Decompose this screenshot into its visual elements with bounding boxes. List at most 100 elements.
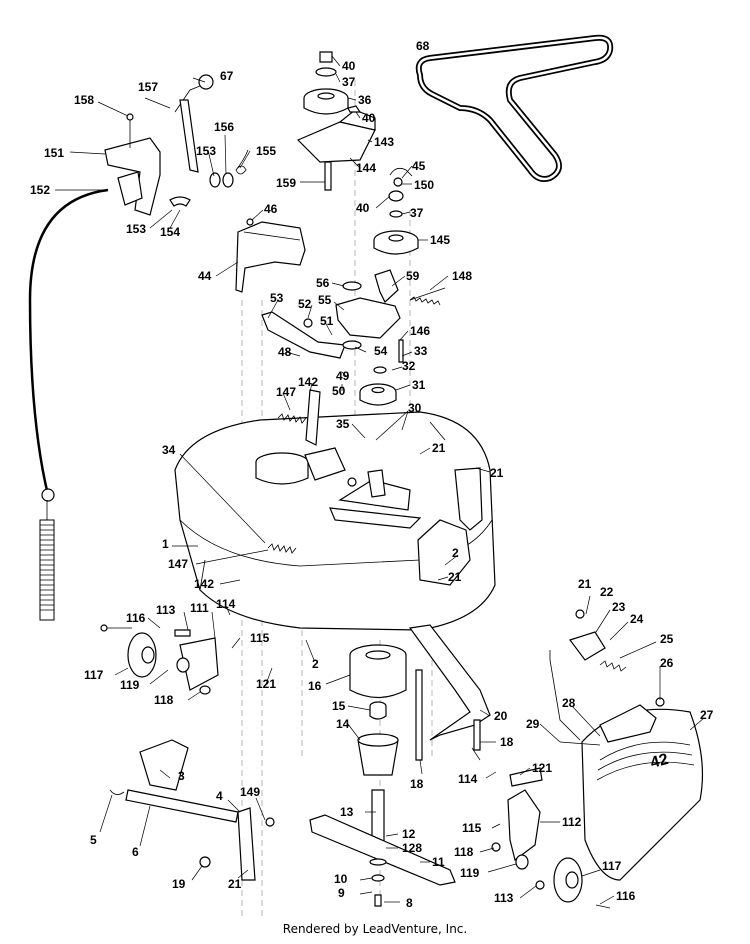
callout-128: 128 <box>402 841 422 855</box>
callout-143: 143 <box>374 135 394 149</box>
lift-lever-assembly <box>104 74 249 216</box>
callout-22: 22 <box>600 585 614 599</box>
baffle-20 <box>408 624 491 761</box>
callout-labels: 1 2 2 3 4 5 6 8 9 10 11 12 13 14 15 16 1… <box>30 39 714 910</box>
callout-156: 156 <box>214 120 234 134</box>
cable-152 <box>28 188 191 621</box>
callout-5: 5 <box>90 833 97 847</box>
callout-68: 68 <box>416 39 430 53</box>
callout-36: 36 <box>358 93 372 107</box>
callout-2b: 2 <box>312 657 319 671</box>
callout-9: 9 <box>338 886 345 900</box>
callout-27: 27 <box>700 708 714 722</box>
belt-68 <box>415 34 614 182</box>
callout-21a: 21 <box>432 441 446 455</box>
callout-113b: 113 <box>494 891 514 905</box>
callout-18b: 18 <box>500 735 514 749</box>
callout-118b: 118 <box>454 845 474 859</box>
callout-158: 158 <box>74 93 94 107</box>
callout-56: 56 <box>316 276 330 290</box>
callout-146: 146 <box>410 324 430 338</box>
callout-67: 67 <box>220 69 234 83</box>
callout-32: 32 <box>402 359 416 373</box>
callout-147b: 147 <box>168 557 188 571</box>
callout-33: 33 <box>414 344 428 358</box>
callout-114b: 114 <box>458 772 478 786</box>
callout-148: 148 <box>452 269 472 283</box>
callout-115a: 115 <box>250 631 270 645</box>
callout-55: 55 <box>318 293 332 307</box>
callout-15: 15 <box>332 699 346 713</box>
callout-12: 12 <box>402 827 416 841</box>
callout-114a: 114 <box>216 597 236 611</box>
callout-151: 151 <box>44 146 64 160</box>
callout-37a: 37 <box>342 75 356 89</box>
callout-153b: 153 <box>126 222 146 236</box>
callout-112: 112 <box>562 815 582 829</box>
callout-24: 24 <box>630 612 644 626</box>
callout-116a: 116 <box>126 611 146 625</box>
callout-37b: 37 <box>410 206 424 220</box>
callout-40c: 40 <box>356 201 370 215</box>
callout-30: 30 <box>408 401 422 415</box>
callout-23: 23 <box>612 600 626 614</box>
callout-116b: 116 <box>616 889 636 903</box>
callout-121a: 121 <box>256 677 276 691</box>
leader-lines <box>55 55 705 905</box>
callout-29: 29 <box>526 717 540 731</box>
springs <box>267 389 321 554</box>
callout-119b: 119 <box>460 866 480 880</box>
discharge-chute-27 <box>549 609 704 881</box>
callout-119a: 119 <box>120 678 140 692</box>
idler-pulley-36 <box>296 51 376 191</box>
callout-117b: 117 <box>602 859 622 873</box>
callout-51: 51 <box>320 314 334 328</box>
callout-11: 11 <box>432 855 445 869</box>
callout-3: 3 <box>178 769 185 783</box>
callout-142a: 142 <box>298 375 318 389</box>
callout-40a: 40 <box>342 59 356 73</box>
callout-145: 145 <box>430 233 450 247</box>
deck-logo-42: 42 <box>649 751 671 772</box>
callout-142b: 142 <box>194 577 214 591</box>
callout-8: 8 <box>406 896 413 910</box>
callout-155: 155 <box>256 144 276 158</box>
callout-44: 44 <box>198 269 212 283</box>
gauge-wheel-left <box>100 624 219 695</box>
callout-118a: 118 <box>154 693 174 707</box>
callout-157: 157 <box>138 80 158 94</box>
callout-115b: 115 <box>462 821 482 835</box>
footer-credit: Rendered by LeadVenture, Inc. <box>282 922 468 936</box>
callout-40b: 40 <box>362 111 376 125</box>
callout-16: 16 <box>308 679 322 693</box>
callout-1: 1 <box>162 537 169 551</box>
callout-150: 150 <box>414 178 434 192</box>
callout-147a: 147 <box>276 385 296 399</box>
callout-21c: 21 <box>448 570 462 584</box>
callout-49: 49 <box>336 369 350 383</box>
lift-link-6 <box>109 739 275 881</box>
callout-59: 59 <box>406 269 420 283</box>
callout-4: 4 <box>216 789 223 803</box>
callout-152: 152 <box>30 183 50 197</box>
callout-111: 111 <box>190 601 209 615</box>
callout-21b: 21 <box>490 466 504 480</box>
callout-13: 13 <box>340 805 354 819</box>
callout-117a: 117 <box>84 668 104 682</box>
callout-113a: 113 <box>156 603 176 617</box>
idler-arm-assembly <box>261 269 446 359</box>
pulley-31 <box>359 339 404 406</box>
callout-6: 6 <box>132 845 139 859</box>
callout-35: 35 <box>336 417 350 431</box>
callout-20: 20 <box>494 709 508 723</box>
blade-11 <box>309 814 456 907</box>
callout-28: 28 <box>562 696 576 710</box>
callout-34: 34 <box>162 443 176 457</box>
callout-21e: 21 <box>228 877 242 891</box>
callout-19: 19 <box>172 877 186 891</box>
callout-153a: 153 <box>196 144 216 158</box>
callout-45: 45 <box>412 159 426 173</box>
callout-2a: 2 <box>452 546 459 560</box>
